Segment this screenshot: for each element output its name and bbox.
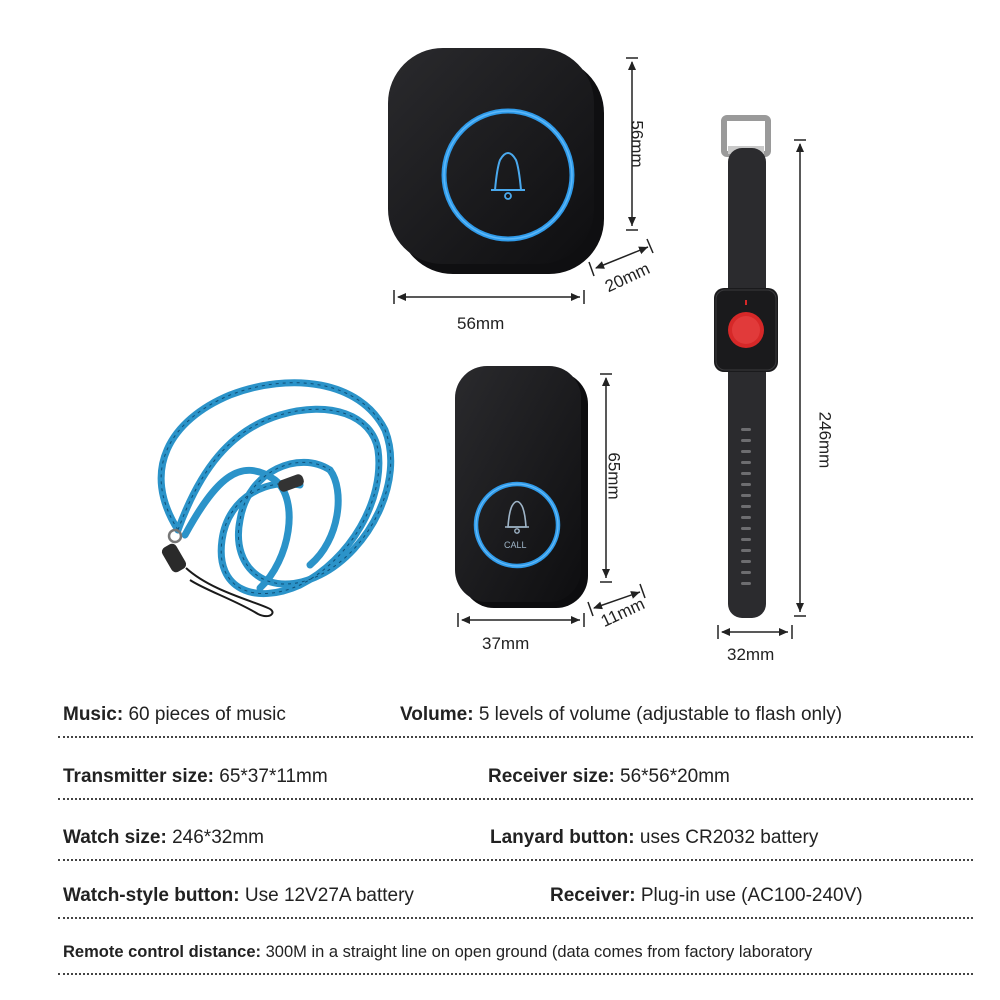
spec-row: Watch-style button: Use 12V27A battery R… xyxy=(58,877,973,919)
spec-volume: Volume: 5 levels of volume (adjustable t… xyxy=(400,704,843,725)
lanyard xyxy=(157,379,395,597)
spec-row: Music: 60 pieces of music Volume: 5 leve… xyxy=(58,696,973,738)
spec-music: Music: 60 pieces of music xyxy=(63,704,286,725)
spec-transmitter-size: Transmitter size: 65*37*11mm xyxy=(63,766,328,787)
watch-width-label: 32mm xyxy=(727,645,775,664)
spec-watch-size: Watch size: 246*32mm xyxy=(63,827,264,848)
call-button-label: CALL xyxy=(504,540,527,550)
spec-row: Remote control distance: 300M in a strai… xyxy=(58,935,973,975)
product-svg xyxy=(157,48,806,639)
strap-hole xyxy=(741,439,751,442)
strap-hole xyxy=(741,549,751,552)
spec-receiver-power: Receiver: Plug-in use (AC100-240V) xyxy=(550,885,863,906)
watch-strap-holes xyxy=(741,428,751,585)
spec-watch-button: Watch-style button: Use 12V27A battery xyxy=(63,885,414,906)
watch-length-label: 246mm xyxy=(815,411,835,469)
strap-hole xyxy=(741,494,751,497)
spec-lanyard-button: Lanyard button: uses CR2032 battery xyxy=(490,827,819,848)
strap-hole xyxy=(741,571,751,574)
receiver-width-label: 56mm xyxy=(457,314,505,333)
strap-hole xyxy=(741,560,751,563)
strap-hole xyxy=(741,472,751,475)
transmitter-height-label: 65mm xyxy=(604,452,624,500)
strap-hole xyxy=(741,428,751,431)
strap-hole xyxy=(741,450,751,453)
product-illustration: 56mm 56mm 20mm 65mm 37mm 11mm CALL 246mm… xyxy=(157,48,835,664)
spec-remote-distance: Remote control distance: 300M in a strai… xyxy=(63,943,813,961)
spec-row: Watch size: 246*32mm Lanyard button: use… xyxy=(58,819,973,861)
lanyard-stitching xyxy=(160,382,392,594)
spec-row: Transmitter size: 65*37*11mm Receiver si… xyxy=(58,758,973,800)
transmitter-device xyxy=(455,366,588,608)
strap-hole xyxy=(741,505,751,508)
strap-hole xyxy=(741,461,751,464)
spec-receiver-size: Receiver size: 56*56*20mm xyxy=(488,766,730,787)
strap-hole xyxy=(741,527,751,530)
receiver-height-label: 56mm xyxy=(627,120,647,168)
strap-hole xyxy=(741,483,751,486)
watch-device xyxy=(714,115,778,618)
strap-hole xyxy=(741,582,751,585)
receiver-device xyxy=(388,48,604,274)
transmitter-width-label: 37mm xyxy=(482,634,530,653)
strap-hole xyxy=(741,538,751,541)
strap-hole xyxy=(741,516,751,519)
lanyard-clip xyxy=(161,474,304,618)
